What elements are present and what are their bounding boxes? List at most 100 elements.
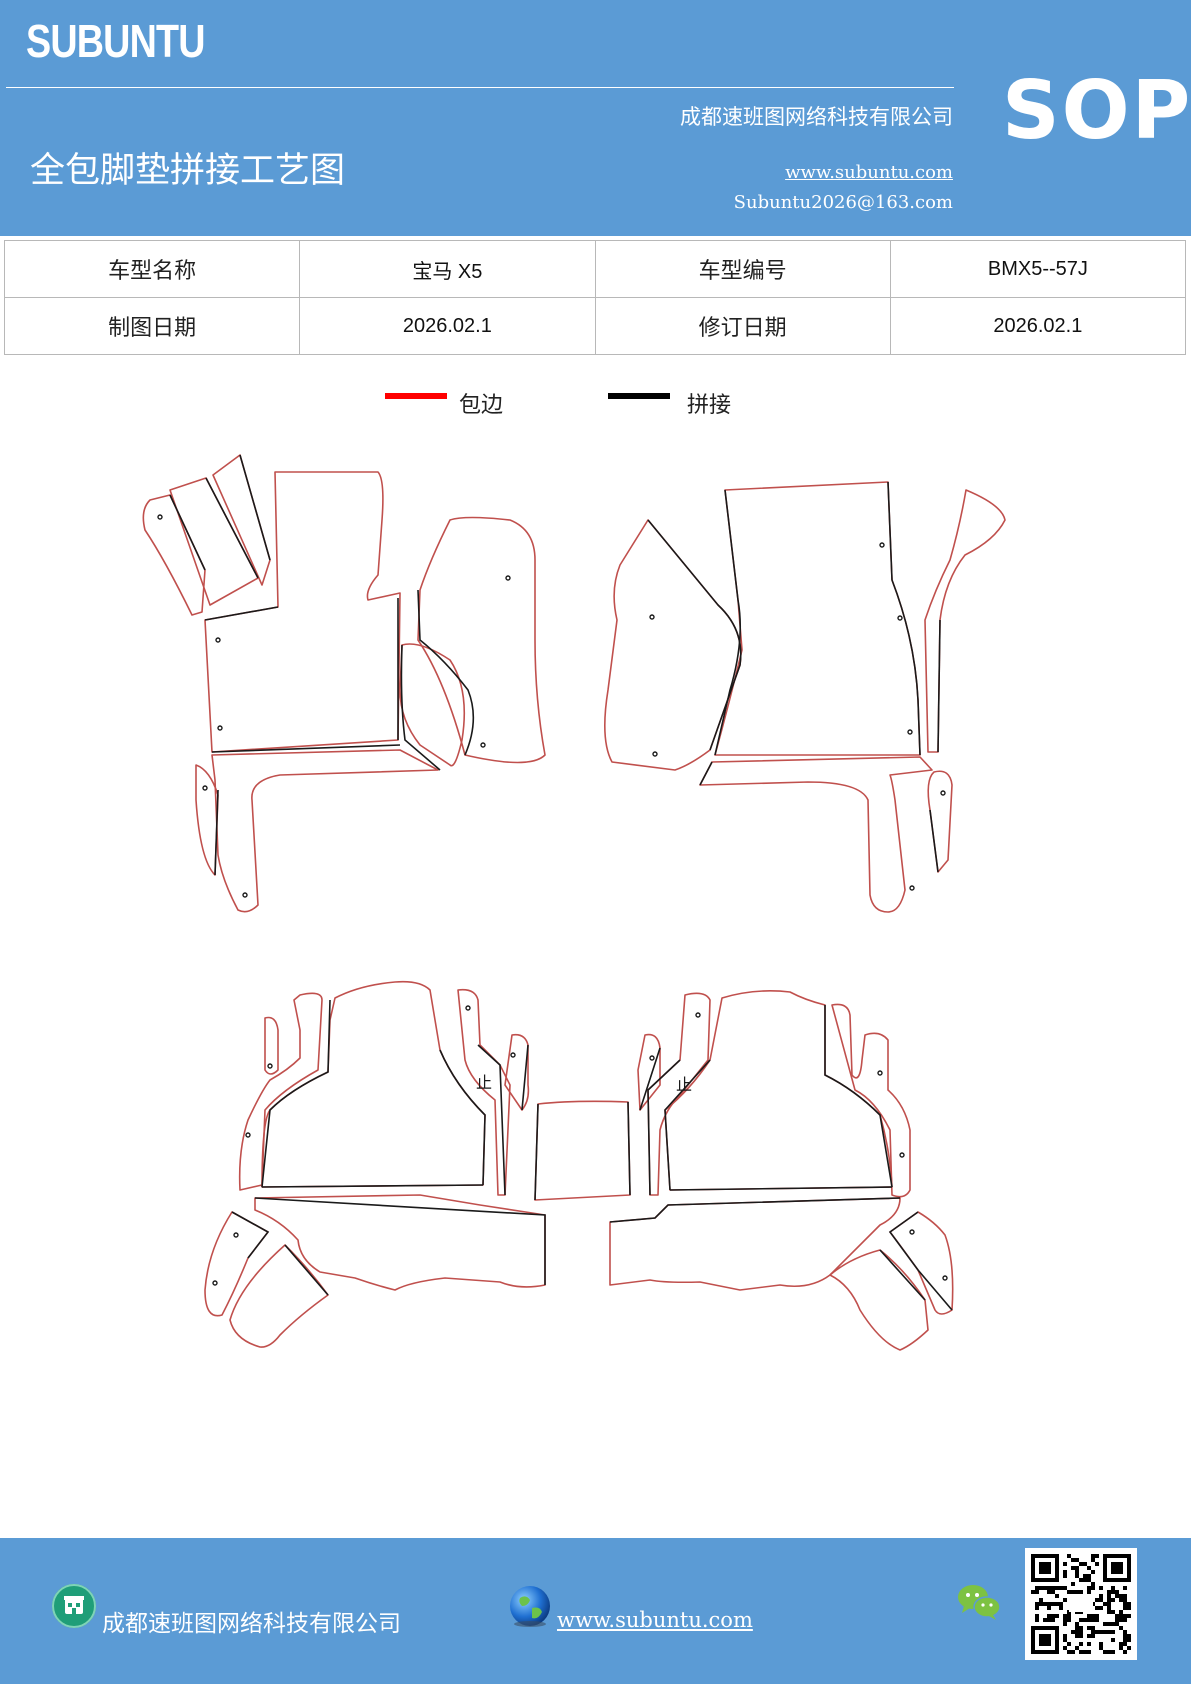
mount-hole <box>245 1132 251 1138</box>
mat-piece <box>831 1003 911 1198</box>
stop-mark-right: 止 <box>676 1075 692 1094</box>
stop-mark-left: 止 <box>476 1073 492 1092</box>
footer: 成都速班图网络科技有限公司 www.subuntu.com <box>0 1538 1191 1684</box>
floor-mat-diagram: 止 止 <box>142 454 1006 1351</box>
mount-hole <box>879 542 885 548</box>
mount-hole <box>909 1229 915 1235</box>
seam-line <box>214 789 219 876</box>
seam-line <box>937 619 941 753</box>
mount-hole <box>695 1012 701 1018</box>
company-name: 成都速班图网络科技有限公司 <box>680 105 953 129</box>
email-address: Subuntu2026@163.com <box>733 192 953 213</box>
mount-hole <box>233 1232 239 1238</box>
mount-hole <box>465 1005 471 1011</box>
join-line-swatch <box>608 393 670 399</box>
seam-line <box>239 454 271 561</box>
model-info-table: 车型名称 宝马 X5 车型编号 BMX5--57J 制图日期 2026.02.1… <box>3 240 1187 355</box>
mount-hole <box>940 790 946 796</box>
seam-line <box>261 1184 484 1188</box>
seam-line <box>664 1059 711 1191</box>
edge-line-swatch <box>385 393 447 399</box>
mount-hole <box>215 637 221 643</box>
header: SUBUNTU 成都速班图网络科技有限公司 全包脚垫拼接工艺图 www.subu… <box>0 0 1191 236</box>
seam-line <box>699 761 713 786</box>
building-icon <box>52 1584 96 1628</box>
seam-line <box>439 1049 486 1186</box>
seam-line <box>284 1244 329 1296</box>
model-name-value: 宝马 X5 <box>299 240 596 298</box>
seam-line <box>261 999 331 1188</box>
mat-piece <box>664 990 893 1191</box>
mount-hole <box>649 614 655 620</box>
mat-piece <box>504 1033 530 1111</box>
seam-line <box>879 1249 926 1301</box>
join-label: 拼接 <box>687 393 732 418</box>
mat-piece <box>211 749 439 913</box>
mount-hole <box>899 1152 905 1158</box>
seam-line <box>888 1211 953 1311</box>
mat-piece <box>647 992 711 1196</box>
seam-line <box>887 481 921 756</box>
table-row: 车型名称 宝马 X5 车型编号 BMX5--57J <box>3 240 1187 298</box>
seam-line <box>714 489 742 756</box>
mount-hole <box>212 1280 218 1286</box>
mat-piece <box>238 992 323 1191</box>
header-divider <box>6 87 954 88</box>
model-code-label: 车型编号 <box>594 240 891 298</box>
globe-icon <box>508 1584 552 1628</box>
table-row: 制图日期 2026.02.1 修订日期 2026.02.1 <box>3 297 1187 355</box>
footer-company-name: 成都速班图网络科技有限公司 <box>102 1611 401 1637</box>
mount-hole <box>907 729 913 735</box>
website-link[interactable]: www.subuntu.com <box>785 162 953 183</box>
seam-line <box>609 1197 901 1223</box>
draw-date-value: 2026.02.1 <box>299 297 596 355</box>
mount-hole <box>267 1063 273 1069</box>
mount-hole <box>909 885 915 891</box>
mat-piece <box>142 494 206 616</box>
mat-piece <box>699 756 933 913</box>
legend: 包边 拼接 <box>0 384 1191 424</box>
wechat-icon[interactable] <box>956 1582 1002 1622</box>
seam-line <box>521 1044 529 1111</box>
revise-date-value: 2026.02.1 <box>889 297 1187 355</box>
mat-piece <box>829 1249 929 1351</box>
mount-hole <box>242 892 248 898</box>
edge-label: 包边 <box>459 393 504 418</box>
seam-line <box>204 606 279 621</box>
mat-piece <box>457 988 511 1196</box>
mat-piece <box>417 516 546 764</box>
mat-piece <box>212 454 271 586</box>
mount-hole <box>897 615 903 621</box>
footer-website-link[interactable]: www.subuntu.com <box>557 1608 753 1632</box>
mat-piece <box>927 770 953 873</box>
qr-code <box>1025 1548 1137 1660</box>
seam-line <box>639 1047 661 1111</box>
seam-line <box>169 494 206 571</box>
draw-date-label: 制图日期 <box>3 297 301 355</box>
mat-piece <box>229 1244 329 1348</box>
mat-piece <box>169 477 259 606</box>
seam-line <box>211 744 401 753</box>
mount-hole <box>202 785 208 791</box>
seam-line <box>477 1044 506 1196</box>
brand-logo: SUBUNTU <box>26 15 205 67</box>
seam-line <box>647 1059 681 1196</box>
model-code-value: BMX5--57J <box>889 240 1187 298</box>
mat-piece <box>399 643 466 767</box>
mount-hole <box>652 751 658 757</box>
mat-piece <box>924 489 1006 753</box>
seam-line <box>669 1186 893 1191</box>
seam-line <box>627 1101 631 1196</box>
seam-line <box>824 1005 893 1188</box>
mat-piece <box>609 1197 901 1291</box>
seam-line <box>647 519 742 751</box>
seam-line <box>205 477 259 579</box>
mat-piece <box>637 1033 661 1111</box>
mount-hole <box>877 1070 883 1076</box>
mount-hole <box>157 514 163 520</box>
page-title: 全包脚垫拼接工艺图 <box>30 151 346 191</box>
mat-piece <box>534 1100 631 1201</box>
model-name-label: 车型名称 <box>3 240 301 298</box>
revise-date-label: 修订日期 <box>594 297 891 355</box>
mount-hole <box>505 575 511 581</box>
